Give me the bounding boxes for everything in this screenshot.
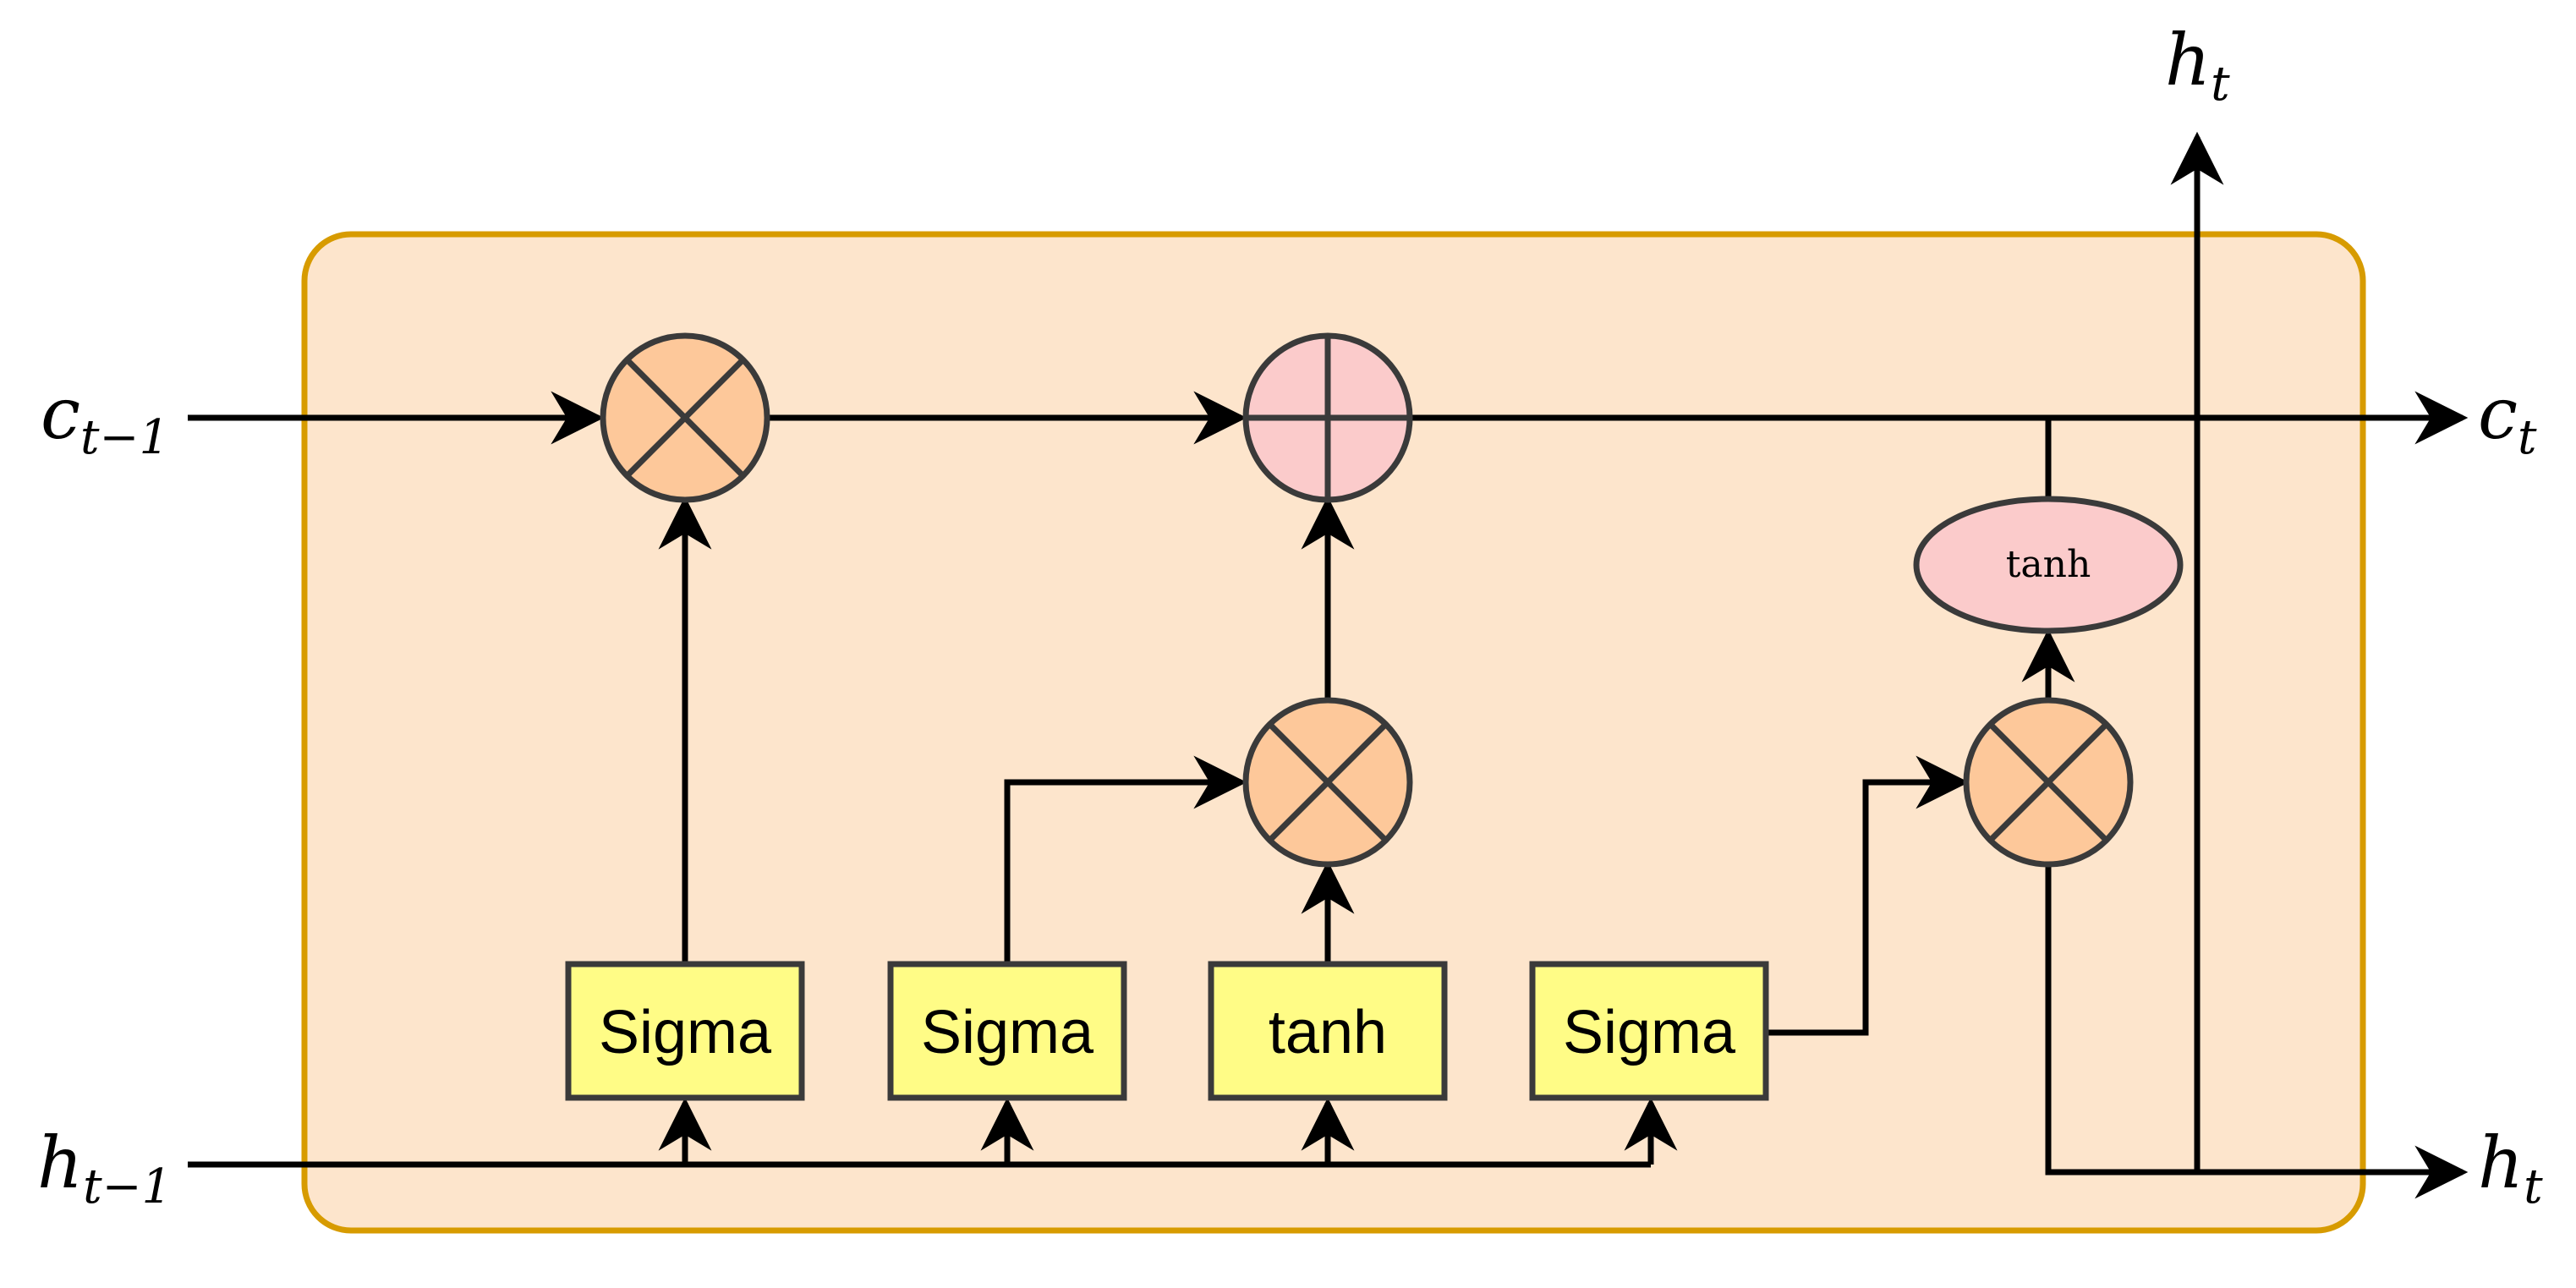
output-multiply-op [1963, 697, 2134, 868]
output-gate-box: Sigma [1529, 961, 1769, 1101]
candidate-box: tanh [1208, 961, 1448, 1101]
cell-add-op [1242, 332, 1413, 503]
h-prev-label: ht−1 [37, 1121, 172, 1214]
h-next-top-label: ht [2165, 19, 2230, 112]
forget-multiply-op [600, 332, 770, 503]
cell-tanh-label: tanh [2006, 543, 2091, 586]
input-gate-box: Sigma [887, 961, 1127, 1101]
h-next-right-label: ht [2478, 1121, 2543, 1214]
h-next-arrow [2045, 866, 2469, 1199]
input-multiply-op [1242, 697, 1413, 868]
output-gate-to-mult [1766, 755, 1970, 1036]
candidate-label: tanh [1269, 999, 1387, 1066]
input-gate-label: Sigma [921, 999, 1094, 1066]
forget-gate-label: Sigma [599, 999, 772, 1066]
cell-tanh-node: tanh [1913, 496, 2184, 634]
c-prev-label: ct−1 [41, 372, 169, 465]
c-next-label: ct [2478, 372, 2537, 465]
forget-gate-box: Sigma [565, 961, 805, 1101]
output-gate-label: Sigma [1563, 999, 1736, 1066]
input-gate-to-mult [1004, 755, 1247, 962]
